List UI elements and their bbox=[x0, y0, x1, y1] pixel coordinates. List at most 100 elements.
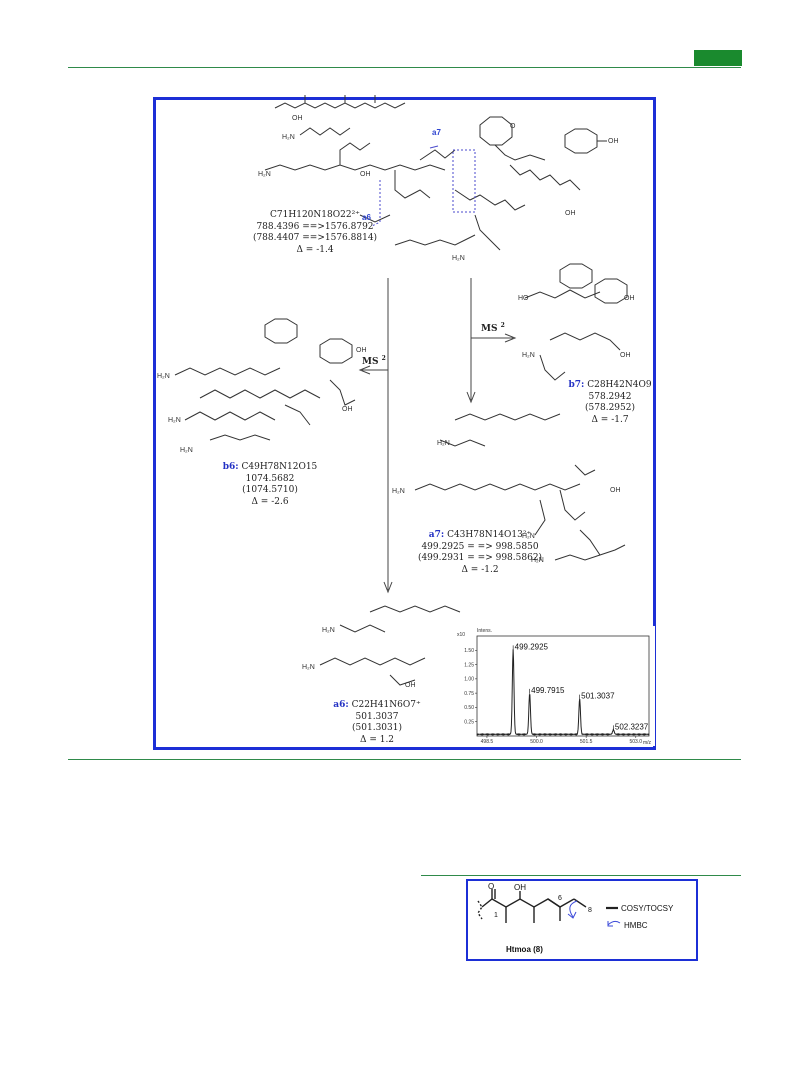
svg-text:H₂N: H₂N bbox=[168, 417, 181, 424]
a7-formula: C43H78N14O13²⁺ bbox=[447, 530, 532, 540]
a6-caption: a6: C22H41N6O7⁺ 501.3037 (501.3031) Δ = … bbox=[322, 700, 432, 746]
x-tick-label: 498.5 bbox=[481, 739, 494, 745]
a7-caption: a7: C43H78N14O13²⁺ 499.2925 = => 998.585… bbox=[405, 530, 555, 576]
hydroxyl-label: OH bbox=[514, 883, 526, 892]
peak-label: 499.7915 bbox=[531, 686, 565, 695]
peak-label: 502.3237 bbox=[615, 722, 649, 731]
b6-formula: C49H78N12O15 bbox=[241, 462, 318, 472]
b6-structure bbox=[174, 318, 356, 441]
x-tick-label: 503.0 bbox=[630, 739, 643, 745]
b6-mass: 1074.5682 bbox=[245, 473, 295, 484]
svg-text:OH: OH bbox=[405, 682, 416, 689]
svg-text:OH: OH bbox=[620, 352, 631, 359]
svg-text:H₂N: H₂N bbox=[302, 664, 315, 671]
y-tick-label: 0.50 bbox=[464, 705, 474, 711]
a7-calc: (499.2931 = => 998.5862) bbox=[417, 553, 543, 563]
a6-label: a6: bbox=[333, 700, 349, 710]
y-tick-label: 0.75 bbox=[464, 691, 474, 697]
htmoa-structure: O OH 1 6 8 COSY/TOCSY HMBC Htmoa (8) bbox=[477, 882, 674, 954]
y-tick-label: 0.25 bbox=[464, 720, 474, 726]
b7-structure bbox=[524, 263, 628, 381]
parent-caption: C71H120N18O22²⁺ 788.4396 ==>1576.8792 (7… bbox=[245, 210, 385, 256]
peak-label: 499.2925 bbox=[515, 642, 549, 651]
figure-frame bbox=[153, 97, 656, 750]
spectrum-x-unit: m/z bbox=[643, 740, 652, 746]
a6-formula: C22H41N6O7⁺ bbox=[351, 700, 421, 710]
svg-text:O: O bbox=[510, 123, 516, 130]
y-tick-label: 1.25 bbox=[464, 662, 474, 668]
svg-text:OH: OH bbox=[292, 115, 303, 122]
ms2-label-right: MS 2 bbox=[481, 322, 505, 334]
svg-text:H₂N: H₂N bbox=[531, 557, 544, 564]
carbon-6-label: 6 bbox=[558, 895, 562, 902]
svg-text:H₂N: H₂N bbox=[322, 627, 335, 634]
a6-calc: (501.3031) bbox=[352, 723, 402, 733]
svg-text:OH: OH bbox=[624, 295, 635, 302]
svg-text:H₂N: H₂N bbox=[282, 134, 295, 141]
x-tick-label: 500.0 bbox=[530, 739, 543, 745]
b6-delta: Δ = -2.6 bbox=[251, 496, 289, 507]
a7-marker-label: a7 bbox=[432, 128, 441, 137]
svg-text:H₂N: H₂N bbox=[258, 171, 271, 178]
parent-calc: (788.4407 ==>1576.8814) bbox=[252, 233, 378, 243]
svg-text:OH: OH bbox=[610, 487, 621, 494]
b7-formula: C28H42N4O9 bbox=[587, 380, 652, 390]
a7-mass: 499.2925 = => 998.5850 bbox=[421, 541, 539, 552]
spectrum-trace bbox=[476, 649, 650, 736]
svg-text:OH: OH bbox=[565, 210, 576, 217]
a7-structure bbox=[414, 413, 626, 561]
b6-calc: (1074.5710) bbox=[242, 485, 298, 495]
svg-text:OH: OH bbox=[342, 406, 353, 413]
b7-label: b7: bbox=[568, 380, 585, 390]
x-tick-label: 501.5 bbox=[580, 739, 593, 745]
svg-text:H₂N: H₂N bbox=[452, 255, 465, 262]
spectrum-plot-frame bbox=[476, 635, 650, 737]
spectrum-y-scale: x10 bbox=[457, 632, 465, 638]
svg-text:H₂N: H₂N bbox=[522, 533, 535, 540]
parent-formula: C71H120N18O22²⁺ bbox=[270, 210, 360, 220]
a7-delta: Δ = -1.2 bbox=[461, 564, 499, 575]
header-tab-marker bbox=[694, 50, 742, 66]
carbon-8-label: 8 bbox=[588, 907, 592, 914]
parent-mass: 788.4396 ==>1576.8792 bbox=[256, 221, 374, 232]
svg-text:H₂N: H₂N bbox=[392, 488, 405, 495]
ms2-label-left: MS 2 bbox=[362, 355, 386, 367]
svg-text:H₂N: H₂N bbox=[157, 373, 170, 380]
htmoa-caption: Htmoa (8) bbox=[506, 945, 543, 954]
y-tick-label: 1.00 bbox=[464, 677, 474, 683]
b6-caption: b6: C49H78N12O15 1074.5682 (1074.5710) Δ… bbox=[215, 462, 325, 508]
hmbc-legend-label: HMBC bbox=[624, 921, 648, 930]
b6-label: b6: bbox=[222, 462, 239, 472]
peak-label: 501.3037 bbox=[581, 692, 615, 701]
svg-text:H₂N: H₂N bbox=[522, 352, 535, 359]
header-rule bbox=[68, 67, 741, 68]
b7-caption: b7: C28H42N4O9 578.2942 (578.2952) Δ = -… bbox=[568, 380, 652, 426]
spectrum-y-title: Intens. bbox=[477, 628, 492, 634]
figure-bottom-rule bbox=[68, 759, 741, 760]
b7-mass: 578.2942 bbox=[588, 391, 632, 402]
parent-structure bbox=[264, 95, 607, 251]
svg-text:H₂N: H₂N bbox=[437, 440, 450, 447]
svg-text:OH: OH bbox=[356, 347, 367, 354]
svg-text:OH: OH bbox=[608, 138, 619, 145]
svg-text:HO: HO bbox=[518, 295, 529, 302]
mass-spectrum-chart: Intens. x10 1.50 1.25 1.00 0.75 0.50 0.25 498… bbox=[455, 626, 655, 746]
b7-calc: (578.2952) bbox=[585, 403, 635, 413]
a6-structure bbox=[319, 605, 461, 686]
carbonyl-oxygen-label: O bbox=[488, 882, 494, 891]
htmoa-panel: O OH 1 6 8 COSY/TOCSY HMBC Htmoa (8) bbox=[466, 879, 698, 961]
carbon-1-label: 1 bbox=[494, 912, 498, 919]
y-tick-label: 1.50 bbox=[464, 648, 474, 654]
svg-text:H₂N: H₂N bbox=[180, 447, 193, 454]
fragmentation-arrows bbox=[358, 278, 517, 594]
a7-label: a7: bbox=[428, 530, 445, 540]
a6-delta: Δ = 1.2 bbox=[359, 734, 395, 745]
parent-delta: Δ = -1.4 bbox=[296, 244, 334, 255]
a6-marker-label: a6 bbox=[362, 213, 371, 222]
cosy-legend-label: COSY/TOCSY bbox=[621, 904, 674, 913]
b7-delta: Δ = -1.7 bbox=[591, 414, 629, 425]
a6-mass: 501.3037 bbox=[355, 711, 399, 722]
panel-top-rule bbox=[421, 875, 741, 876]
svg-text:OH: OH bbox=[360, 171, 371, 178]
